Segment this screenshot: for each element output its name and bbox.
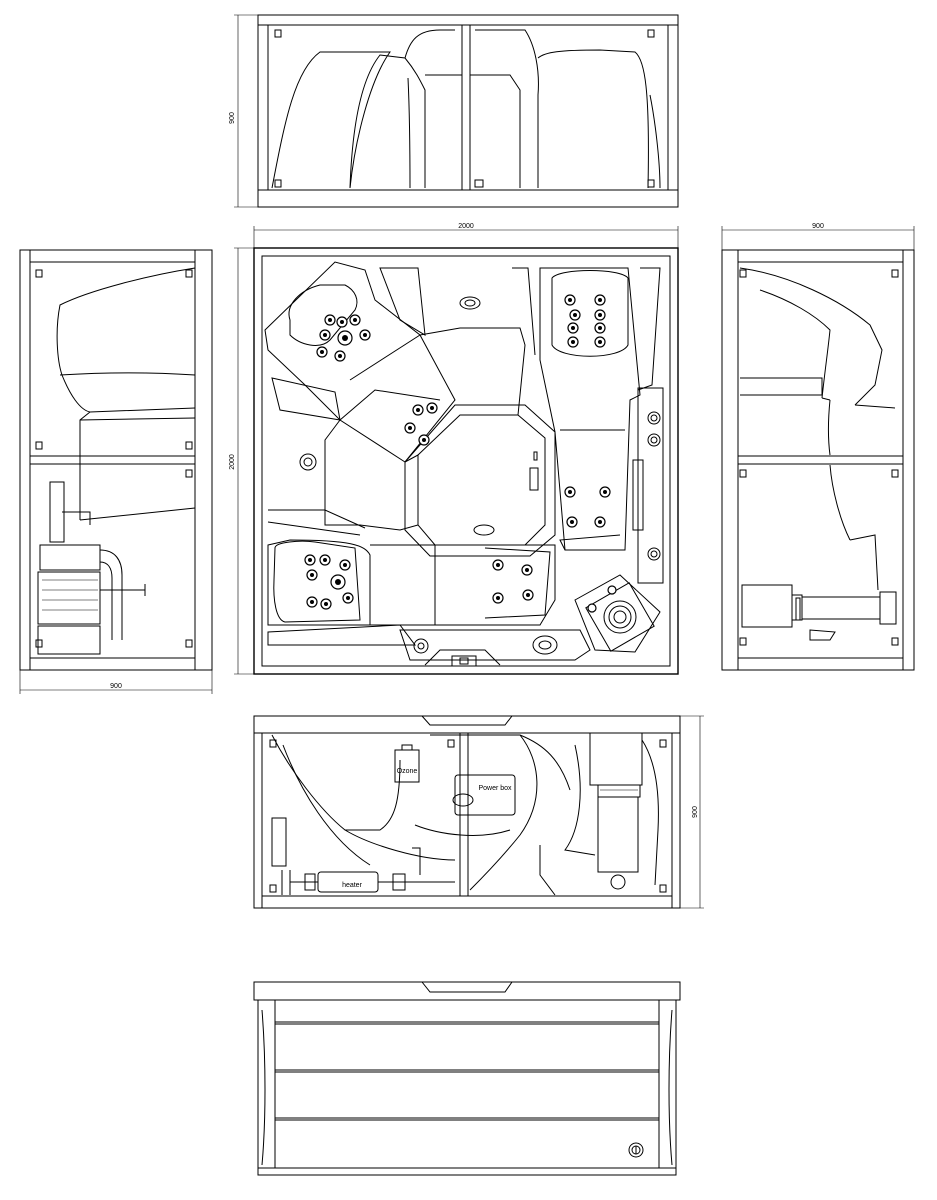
ozone-label: Ozone [397,768,418,775]
jets-top-left-back [404,402,438,446]
heater-label: heater [342,882,363,889]
dim-top-height: 900 [229,112,236,124]
jets-top-left [316,314,371,362]
jets-bottom-left [304,554,354,610]
plan-view: 2000 2000 [229,223,679,675]
dim-plan-width: 2000 [458,223,474,230]
top-elevation-view: 900 [229,14,679,208]
left-elevation-view: 900 [19,249,213,694]
dim-front-height: 900 [692,806,699,818]
exterior-elevation-view [253,981,681,1176]
dim-plan-height: 2000 [229,454,236,470]
dim-left-width: 900 [110,683,122,690]
right-elevation-view: 900 [721,223,915,671]
dim-right-width: 900 [812,223,824,230]
power-box-label: Power box [478,785,512,792]
jets-bottom-middle [492,559,534,604]
jets-top-right [564,294,611,528]
front-elevation-view: Ozone Power box heater 900 [253,715,704,909]
